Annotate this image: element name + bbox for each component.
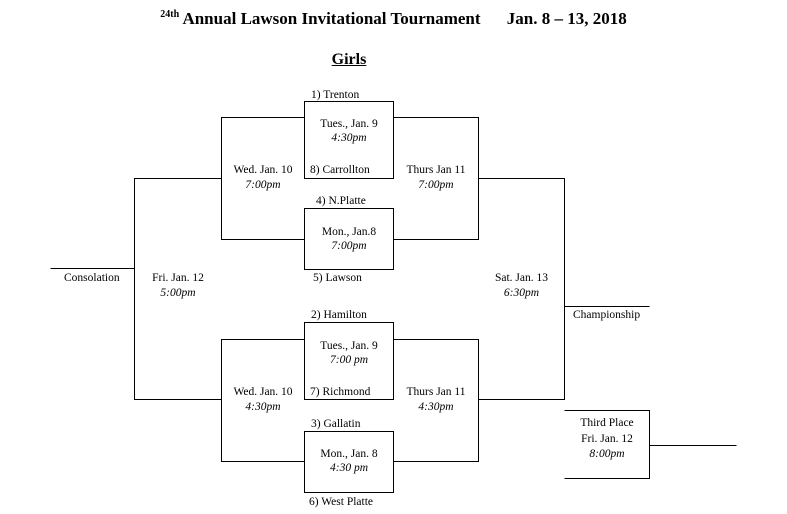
title-dates: Jan. 8 – 13, 2018 bbox=[506, 9, 627, 28]
game4-time: 4:30 pm bbox=[329, 462, 368, 474]
semi-bottom-time: 4:30pm bbox=[418, 401, 454, 413]
cons-bottom-day: Wed. Jan. 10 bbox=[233, 386, 293, 398]
final-day: Sat. Jan. 13 bbox=[494, 272, 549, 284]
team-trenton: 1) Trenton bbox=[311, 89, 360, 101]
game3-time: 7:00 pm bbox=[329, 354, 368, 366]
consolation-label: Consolation bbox=[64, 272, 120, 284]
division-heading: Girls bbox=[331, 51, 367, 68]
team-lawson: 5) Lawson bbox=[313, 272, 362, 284]
third-place-time: 8:00pm bbox=[589, 448, 625, 460]
championship-label: Championship bbox=[573, 309, 641, 321]
cons-bottom-bracket bbox=[221, 339, 305, 462]
team-gallatin: 3) Gallatin bbox=[311, 418, 361, 430]
third-place-bracket bbox=[564, 410, 650, 479]
cons-top-day: Wed. Jan. 10 bbox=[233, 164, 293, 176]
team-hamilton: 2) Hamilton bbox=[311, 309, 367, 321]
cons-final-day: Fri. Jan. 12 bbox=[152, 272, 204, 284]
semi-top-day: Thurs Jan 11 bbox=[406, 164, 466, 176]
team-west-platte: 6) West Platte bbox=[309, 496, 374, 508]
semi-top-time: 7:00pm bbox=[418, 179, 454, 191]
cons-bottom-time: 4:30pm bbox=[245, 401, 281, 413]
cons-top-time: 7:00pm bbox=[245, 179, 281, 191]
game3-box bbox=[304, 322, 394, 400]
game3-day: Tues., Jan. 9 bbox=[320, 340, 378, 352]
tournament-title: 24th Annual Lawson Invitational Tourname… bbox=[0, 9, 787, 29]
cons-final-bracket bbox=[134, 178, 222, 400]
game1-time: 4:30pm bbox=[331, 132, 367, 144]
team-richmond: 7) Richmond bbox=[310, 386, 371, 398]
game2-time: 7:00pm bbox=[331, 240, 367, 252]
title-text: Annual Lawson Invitational Tournament bbox=[182, 9, 481, 28]
third-place-day: Fri. Jan. 12 bbox=[581, 433, 633, 445]
game1-box bbox=[304, 101, 394, 179]
semi-bottom-bracket bbox=[393, 339, 479, 462]
third-place-label: Third Place bbox=[580, 417, 634, 429]
game2-day: Mon., Jan.8 bbox=[321, 226, 377, 238]
final-bracket bbox=[478, 178, 565, 400]
game4-day: Mon., Jan. 8 bbox=[320, 448, 378, 460]
team-carrollton: 8) Carrollton bbox=[310, 164, 370, 176]
cons-final-time: 5:00pm bbox=[160, 287, 196, 299]
team-nplatte: 4) N.Platte bbox=[316, 195, 366, 207]
semi-bottom-day: Thurs Jan 11 bbox=[406, 386, 466, 398]
final-time: 6:30pm bbox=[503, 287, 540, 299]
game1-day: Tues., Jan. 9 bbox=[320, 118, 378, 130]
edition-superscript: 24th bbox=[160, 9, 180, 20]
